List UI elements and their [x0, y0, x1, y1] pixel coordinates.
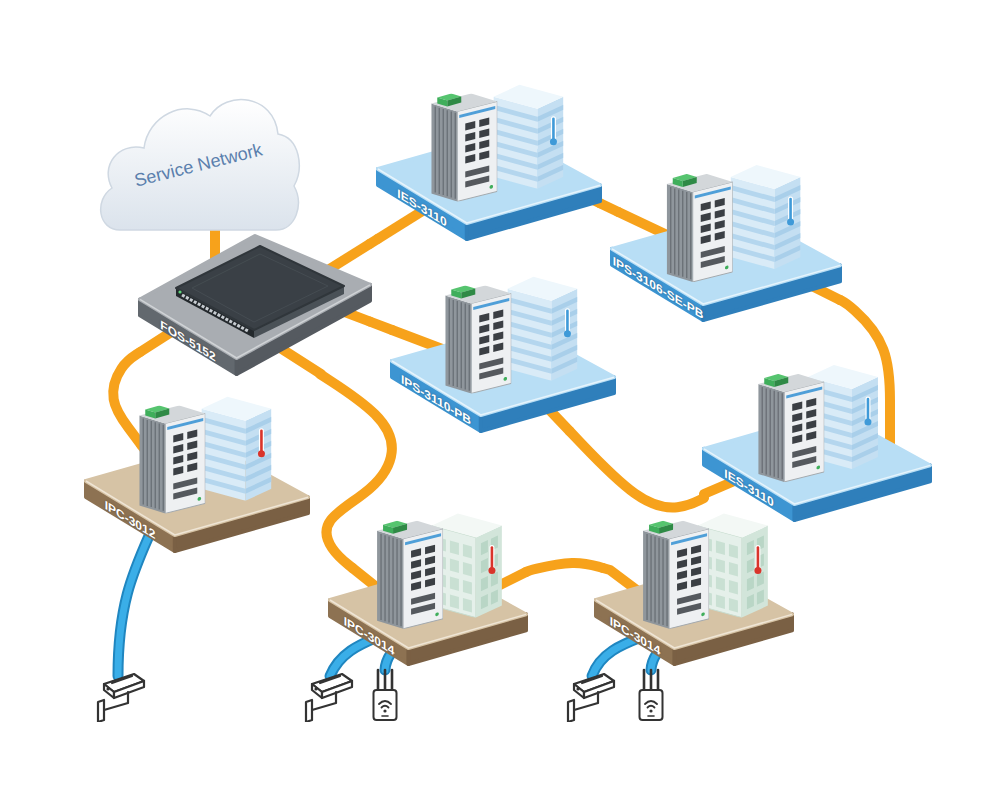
building-icon [507, 277, 577, 381]
industrial-switch-icon [377, 521, 443, 629]
industrial-switch-icon [431, 93, 497, 201]
industrial-switch-icon [139, 405, 205, 513]
network-link [370, 322, 392, 330]
industrial-switch-icon [643, 521, 709, 629]
device-platform: IES-3110 [704, 412, 930, 520]
platform-shape [330, 568, 526, 664]
network-link [570, 431, 704, 507]
ip-camera-icon [98, 674, 144, 722]
industrial-switch-icon [758, 374, 824, 482]
device-platform: IPS-3106-SE-PB [612, 212, 840, 320]
building-icon [493, 85, 563, 189]
ip-camera-icon [568, 674, 614, 722]
platform-shape [596, 568, 792, 664]
building-icon [201, 397, 271, 501]
wireless-ap-icon [374, 670, 397, 720]
cloud-node: Service Network [92, 82, 306, 232]
device-platform: IPC-3012 [86, 445, 308, 551]
industrial-switch-icon [667, 174, 733, 282]
ip-camera-icon [306, 674, 352, 722]
platform-shape [86, 445, 308, 551]
platform-top-face [140, 236, 370, 358]
network-link [370, 239, 378, 244]
wireless-ap-icon [640, 670, 663, 720]
platform-faces [140, 236, 370, 374]
platform-shape [392, 325, 614, 431]
platform-shape [378, 133, 600, 239]
platform-shape [140, 236, 370, 374]
network-link [210, 232, 220, 236]
platform-shape [612, 212, 840, 320]
cloud-outline [101, 100, 300, 230]
industrial-switch-icon [445, 285, 511, 393]
network-link [600, 203, 618, 212]
device-platform: IPC-3014 [330, 568, 526, 664]
device-platform: IPS-3110-PB [392, 325, 614, 431]
network-link [113, 352, 141, 445]
device-platform: FOS-5152 [140, 236, 370, 374]
building-icon [731, 165, 801, 269]
device-platform: IPC-3014 [596, 568, 792, 664]
network-link [526, 563, 603, 572]
core-switch-icon [176, 246, 344, 338]
platform-shape [704, 412, 930, 520]
device-platform: IES-3110 [378, 133, 600, 239]
